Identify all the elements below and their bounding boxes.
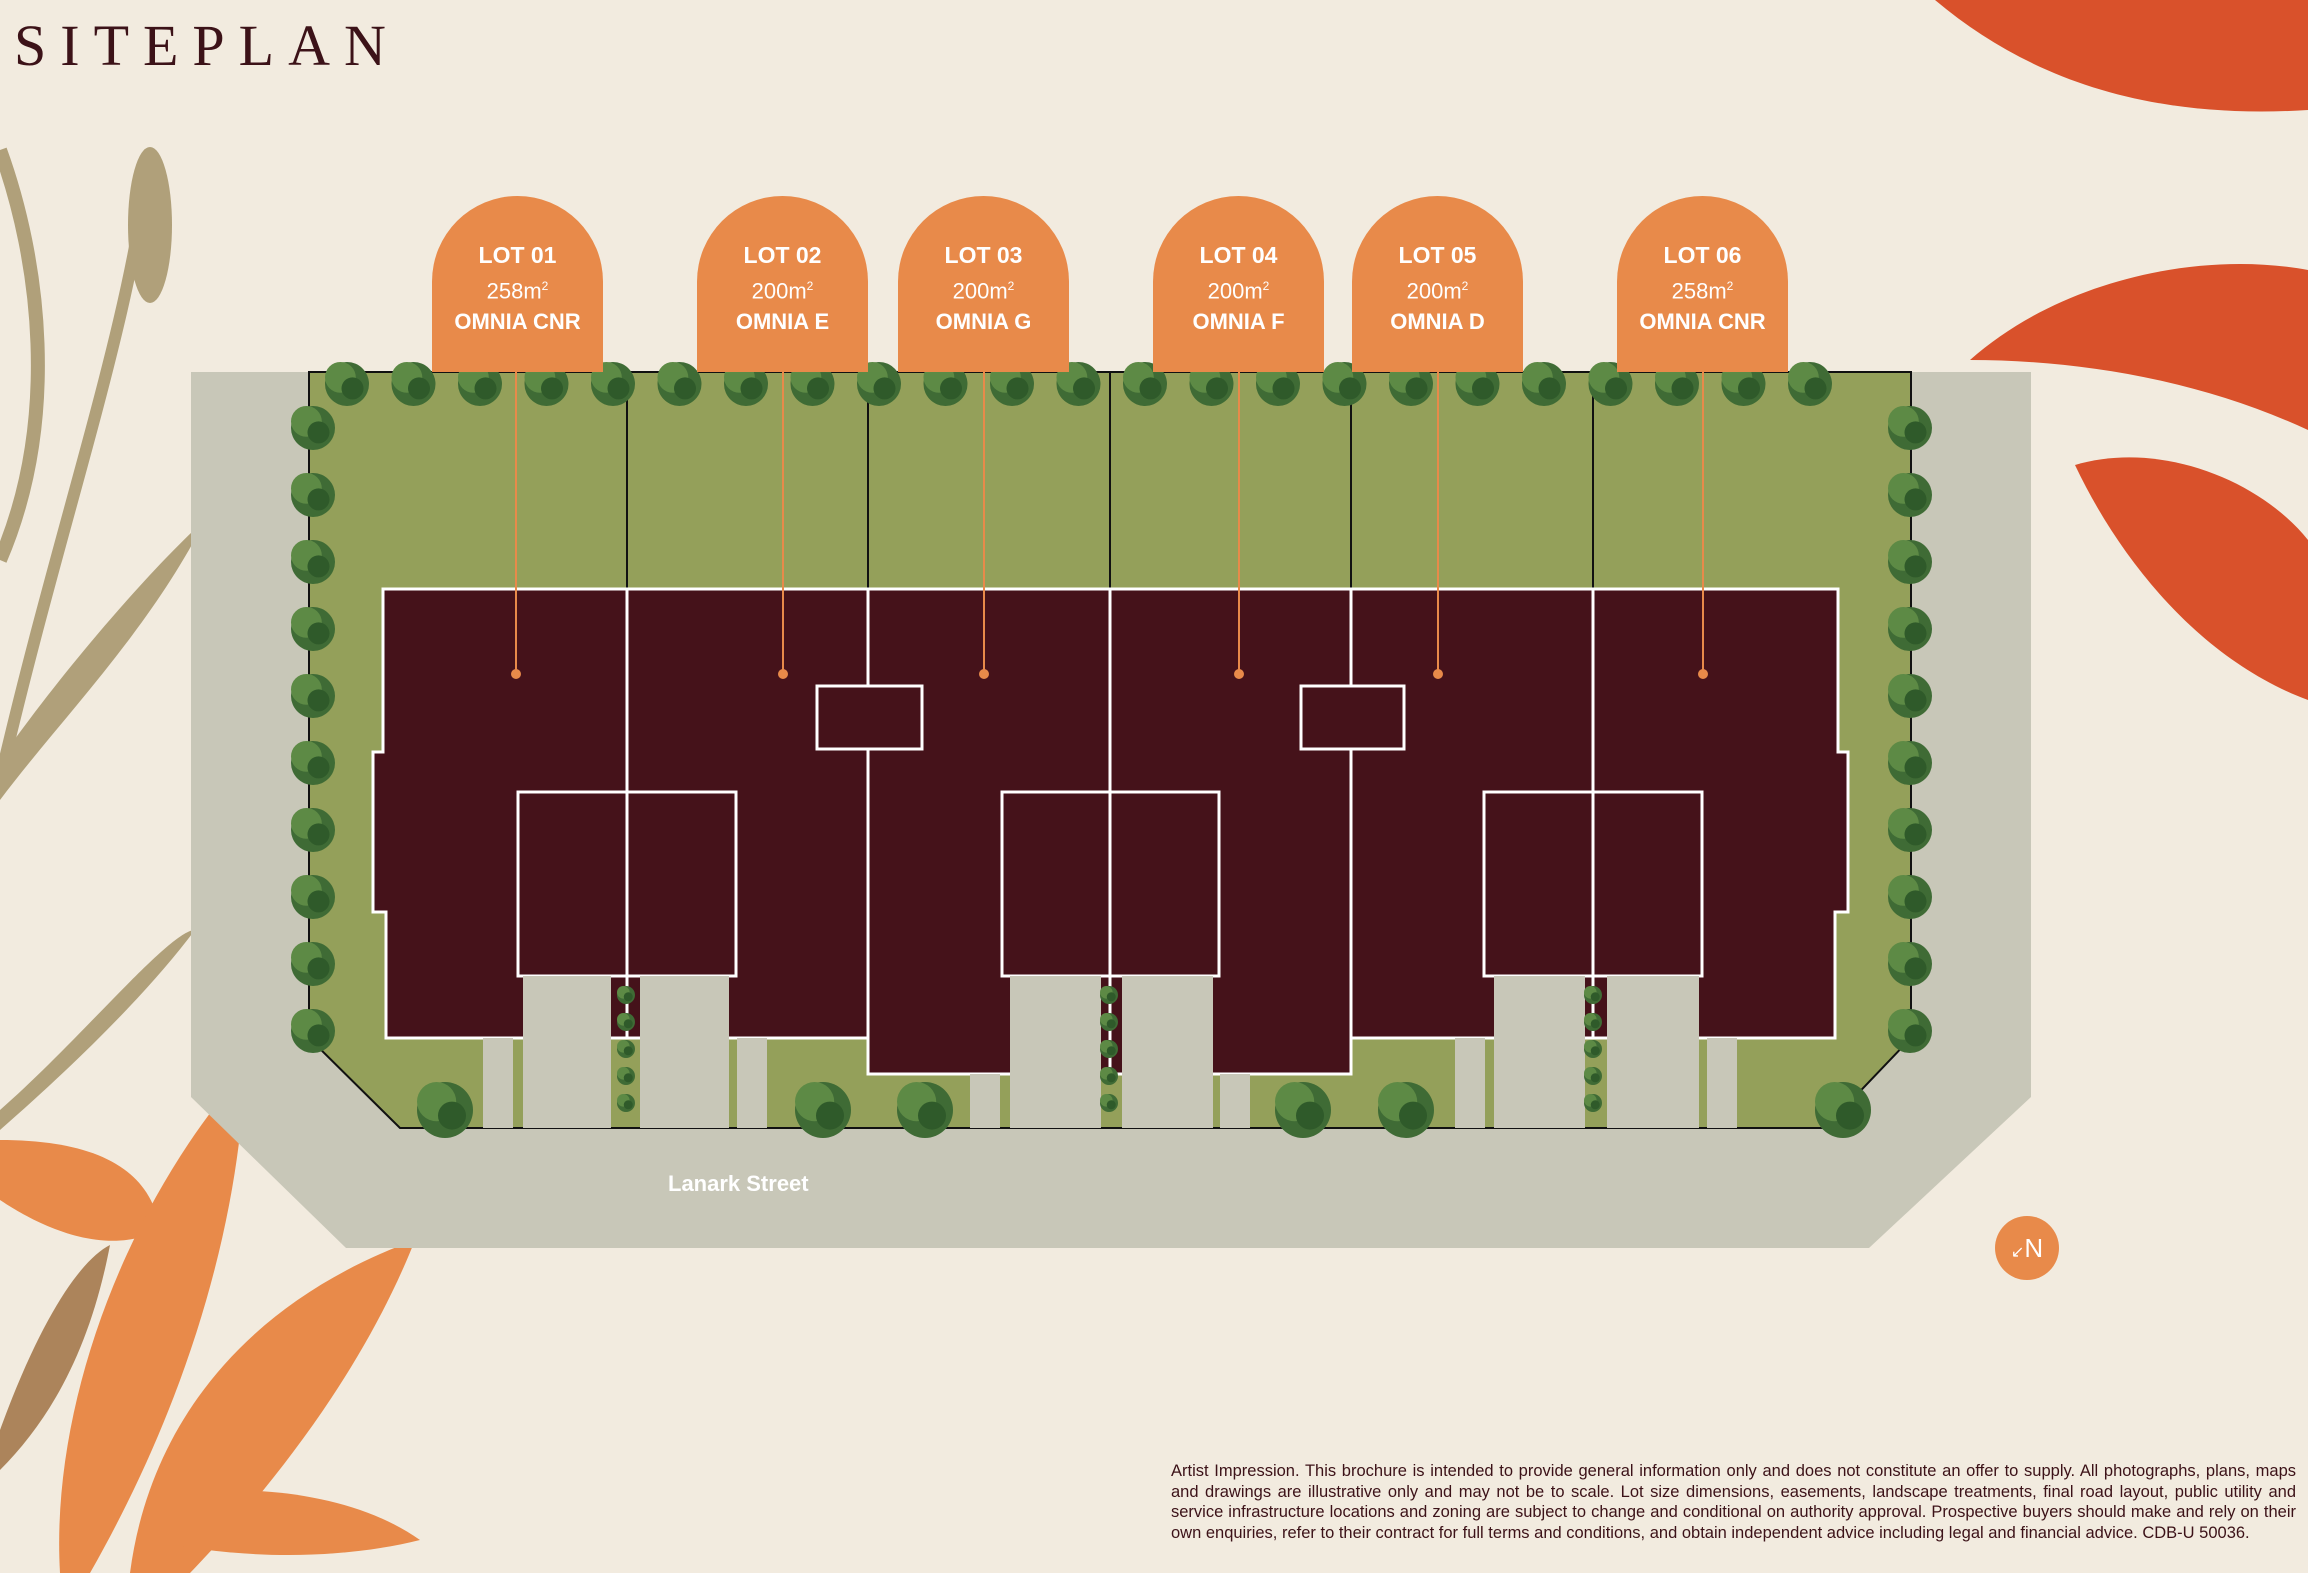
lot-number: LOT 05 (1398, 242, 1477, 268)
tree-icon (291, 473, 335, 517)
tree-icon (1584, 1040, 1602, 1058)
tree-icon (617, 1094, 635, 1112)
tree-icon (1888, 540, 1932, 584)
area-unit: 2 (1461, 279, 1469, 293)
tree-icon (1888, 607, 1932, 651)
tree-icon (1888, 942, 1932, 986)
tree-icon (291, 1009, 335, 1053)
lot-boundaries (626, 372, 1594, 589)
tree-icon (1584, 1094, 1602, 1112)
area-unit: 2 (806, 279, 814, 293)
tree-icon (1522, 362, 1566, 406)
tree-icon (617, 986, 635, 1004)
tree-icon (1100, 1013, 1118, 1031)
lot-number: LOT 04 (1199, 242, 1278, 268)
area-unit: 2 (1262, 279, 1270, 293)
disclaimer: Artist Impression. This brochure is inte… (1171, 1462, 2296, 1542)
page-title: SITEPLAN (14, 13, 400, 78)
tree-icon (1788, 362, 1832, 406)
tree-icon (657, 362, 702, 406)
tree-icon (1888, 406, 1932, 450)
tree-icon (1123, 362, 1167, 406)
area-unit: 2 (541, 279, 549, 293)
street-name: Lanark Street (668, 1171, 809, 1196)
lot-number: LOT 01 (478, 242, 557, 268)
lot-pins (511, 372, 1708, 679)
leaf-decoration-right (1935, 0, 2308, 700)
house-design: OMNIA CNR (1639, 309, 1766, 335)
tree-icon (291, 741, 335, 785)
tree-icon (1100, 986, 1118, 1004)
lot-area: 258m (1671, 278, 1727, 304)
lot-area: 200m (1406, 278, 1462, 304)
tree-icon (291, 942, 335, 986)
tree-icon (1888, 473, 1932, 517)
house-design: OMNIA E (735, 309, 830, 335)
tree-icon (1888, 741, 1932, 785)
tree-icon (1815, 1082, 1871, 1138)
trees (291, 362, 1932, 1138)
lot-area: 200m (1207, 278, 1263, 304)
tree-icon (1888, 674, 1932, 718)
tree-icon (1888, 875, 1932, 919)
tree-icon (1888, 808, 1932, 852)
leaf-decoration-left (0, 147, 420, 1573)
tree-icon (1322, 362, 1367, 406)
tree-icon (1100, 1067, 1118, 1085)
tree-icon (291, 540, 335, 584)
house-design: OMNIA F (1192, 309, 1285, 335)
lot-area: 200m (952, 278, 1008, 304)
tree-icon (1100, 1094, 1118, 1112)
area-unit: 2 (1007, 279, 1015, 293)
tree-icon (617, 1040, 635, 1058)
tree-icon (795, 1082, 851, 1138)
tree-icon (617, 1013, 635, 1031)
tree-icon (617, 1067, 635, 1085)
lot-number: LOT 03 (944, 242, 1023, 268)
tree-icon (1888, 1009, 1932, 1053)
tree-icon (291, 875, 335, 919)
tree-icon (1100, 1040, 1118, 1058)
driveways (483, 976, 1737, 1128)
tree-icon (990, 362, 1034, 406)
house-design: OMNIA D (1390, 309, 1485, 335)
tree-icon (417, 1082, 473, 1138)
tree-icon (1378, 1082, 1434, 1138)
tree-icon (291, 607, 335, 651)
tree-icon (1721, 362, 1766, 406)
house-design: OMNIA CNR (454, 309, 581, 335)
tree-icon (1275, 1082, 1331, 1138)
tree-icon (1584, 1067, 1602, 1085)
lot-area: 200m (751, 278, 807, 304)
tree-icon (591, 362, 635, 406)
area-unit: 2 (1726, 279, 1734, 293)
tree-icon (1584, 1013, 1602, 1031)
tree-icon (1584, 986, 1602, 1004)
north-label: N (2024, 1233, 2044, 1263)
tree-icon (291, 674, 335, 718)
tree-icon (897, 1082, 953, 1138)
lot-number: LOT 02 (743, 242, 822, 268)
north-arrow-icon: ↙ (2010, 1244, 2025, 1261)
house-design: OMNIA G (935, 309, 1032, 335)
tree-icon (790, 362, 835, 406)
tree-icon (325, 362, 369, 406)
north-compass: ↙N (1995, 1216, 2059, 1280)
tree-icon (291, 808, 335, 852)
tree-icon (391, 362, 436, 406)
tree-icon (1588, 362, 1633, 406)
tree-icon (291, 406, 335, 450)
lot-number: LOT 06 (1663, 242, 1742, 268)
lot-area: 258m (486, 278, 542, 304)
townhouses (371, 587, 1850, 1076)
